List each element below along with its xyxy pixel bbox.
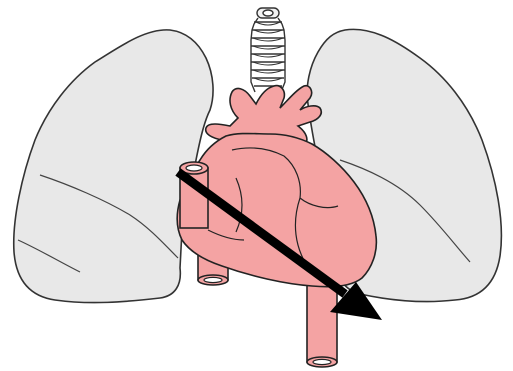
trachea	[251, 8, 285, 92]
descending-aorta	[307, 280, 337, 367]
